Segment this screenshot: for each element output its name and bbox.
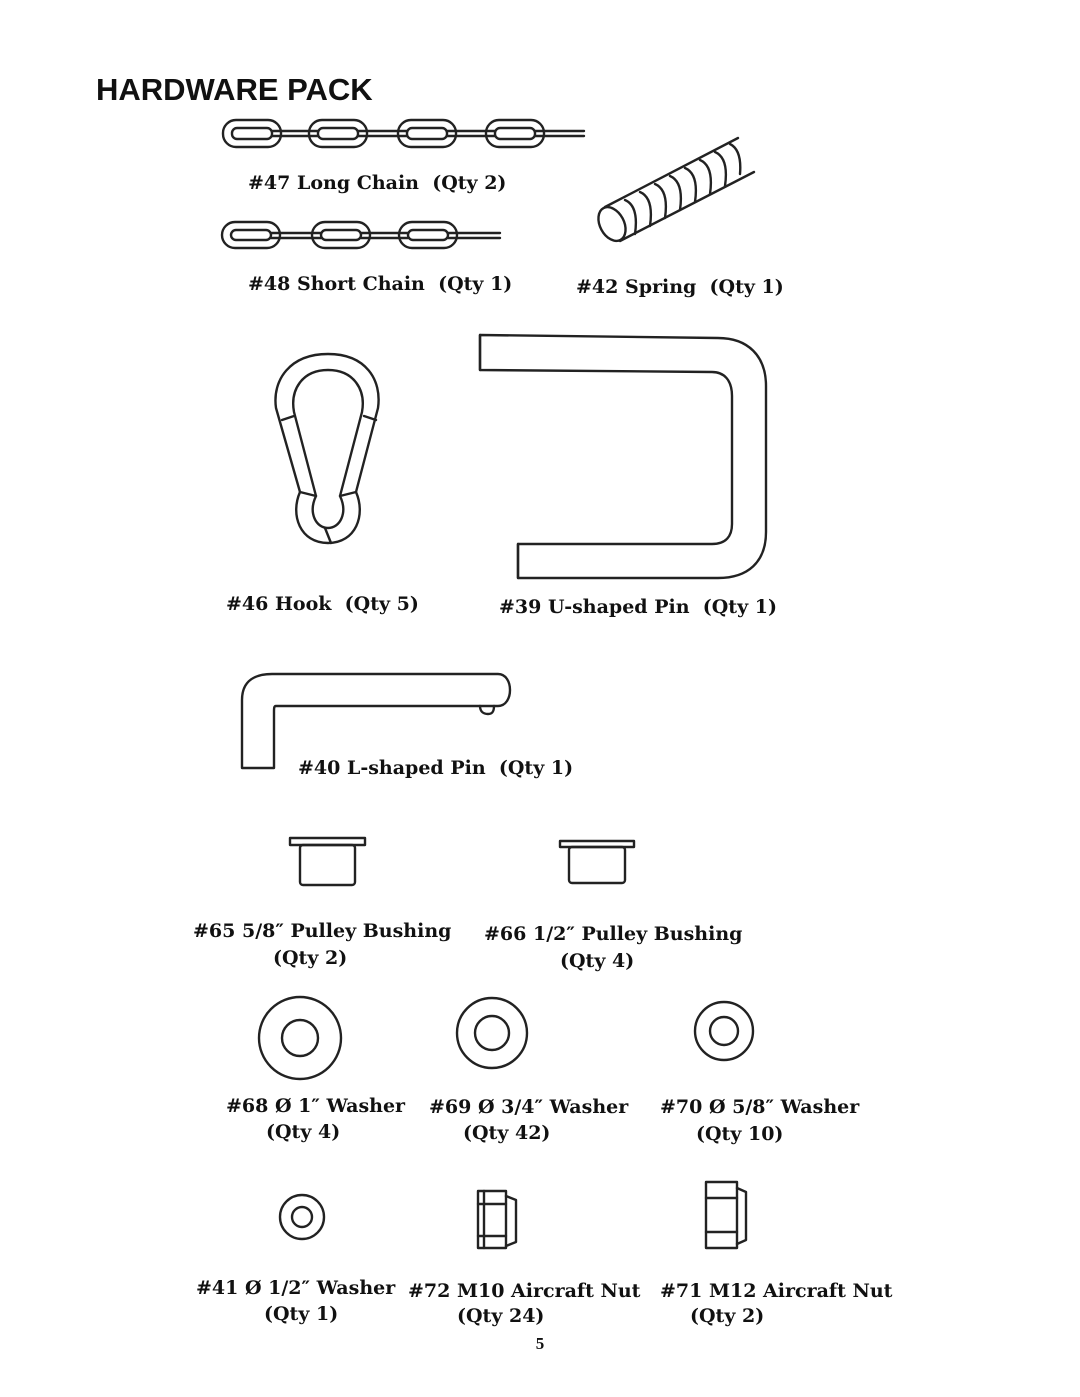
pulley-bushing-58-illustration	[288, 836, 367, 887]
part-label-69: #69 Ø 3/4″ Washer (Qty 42)	[429, 1098, 628, 1143]
part-name: #72 M10 Aircraft Nut	[408, 1280, 641, 1302]
part-qty: (Qty 1)	[709, 276, 784, 298]
hook-illustration	[274, 352, 380, 545]
part-qty: (Qty 1)	[264, 1303, 339, 1325]
long-chain-illustration	[221, 118, 586, 149]
part-qty: (Qty 10)	[696, 1123, 784, 1145]
part-label-66: #66 1/2″ Pulley Bushing (Qty 4)	[484, 925, 742, 971]
part-qty: (Qty 2)	[273, 947, 348, 969]
part-name: #41 Ø 1/2″ Washer	[196, 1277, 396, 1299]
pulley-bushing-12-illustration	[558, 839, 636, 885]
part-name: #40 L-shaped Pin	[298, 757, 486, 779]
part-name: #39 U-shaped Pin	[499, 596, 690, 618]
m10-aircraft-nut-illustration	[476, 1189, 518, 1250]
page-number: 5	[535, 1334, 545, 1353]
spring-illustration	[597, 136, 756, 243]
part-qty: (Qty 5)	[344, 593, 419, 615]
u-shaped-pin-illustration	[478, 333, 768, 580]
part-name: #48 Short Chain	[248, 273, 425, 295]
short-chain-illustration	[220, 220, 502, 250]
part-name: #46 Hook	[226, 593, 332, 615]
page-title: HARDWARE PACK	[96, 72, 373, 107]
part-qty: (Qty 4)	[266, 1121, 341, 1143]
part-qty: (Qty 1)	[498, 757, 574, 779]
part-name: #70 Ø 5/8″ Washer	[660, 1096, 860, 1118]
part-label-72: #72 M10 Aircraft Nut (Qty 24)	[408, 1282, 640, 1326]
part-qty: (Qty 2)	[690, 1305, 765, 1327]
part-label-70: #70 Ø 5/8″ Washer (Qty 10)	[660, 1098, 859, 1144]
part-label-71: #71 M12 Aircraft Nut (Qty 2)	[660, 1282, 892, 1326]
part-name: #42 Spring	[576, 276, 697, 298]
part-label-40: #40 L-shaped Pin (Qty 1)	[298, 759, 573, 778]
part-label-68: #68 Ø 1″ Washer (Qty 4)	[226, 1097, 405, 1142]
part-qty: (Qty 2)	[432, 172, 507, 194]
washer-12in-illustration	[278, 1193, 326, 1241]
washer-1in-illustration	[257, 995, 343, 1081]
part-qty: (Qty 4)	[560, 950, 635, 972]
part-label-48: #48 Short Chain (Qty 1)	[248, 275, 512, 294]
part-label-65: #65 5/8″ Pulley Bushing (Qty 2)	[193, 922, 451, 968]
part-qty: (Qty 24)	[457, 1305, 545, 1327]
part-label-47: #47 Long Chain (Qty 2)	[248, 174, 506, 193]
washer-58in-illustration	[693, 1000, 755, 1062]
m12-aircraft-nut-illustration	[704, 1180, 748, 1250]
part-name: #65 5/8″ Pulley Bushing	[193, 920, 452, 942]
part-qty: (Qty 1)	[702, 596, 777, 618]
part-label-46: #46 Hook (Qty 5)	[226, 595, 419, 614]
part-label-42: #42 Spring (Qty 1)	[576, 278, 784, 297]
part-qty: (Qty 42)	[463, 1122, 551, 1144]
part-label-41: #41 Ø 1/2″ Washer (Qty 1)	[196, 1279, 395, 1324]
l-shaped-pin-illustration	[240, 672, 512, 770]
washer-34in-illustration	[455, 996, 529, 1070]
part-name: #66 1/2″ Pulley Bushing	[484, 923, 743, 945]
part-name: #47 Long Chain	[248, 172, 419, 194]
part-name: #71 M12 Aircraft Nut	[660, 1280, 893, 1302]
part-name: #68 Ø 1″ Washer	[226, 1095, 406, 1117]
part-qty: (Qty 1)	[438, 273, 513, 295]
part-label-39: #39 U-shaped Pin (Qty 1)	[499, 598, 777, 617]
part-name: #69 Ø 3/4″ Washer	[429, 1096, 629, 1118]
